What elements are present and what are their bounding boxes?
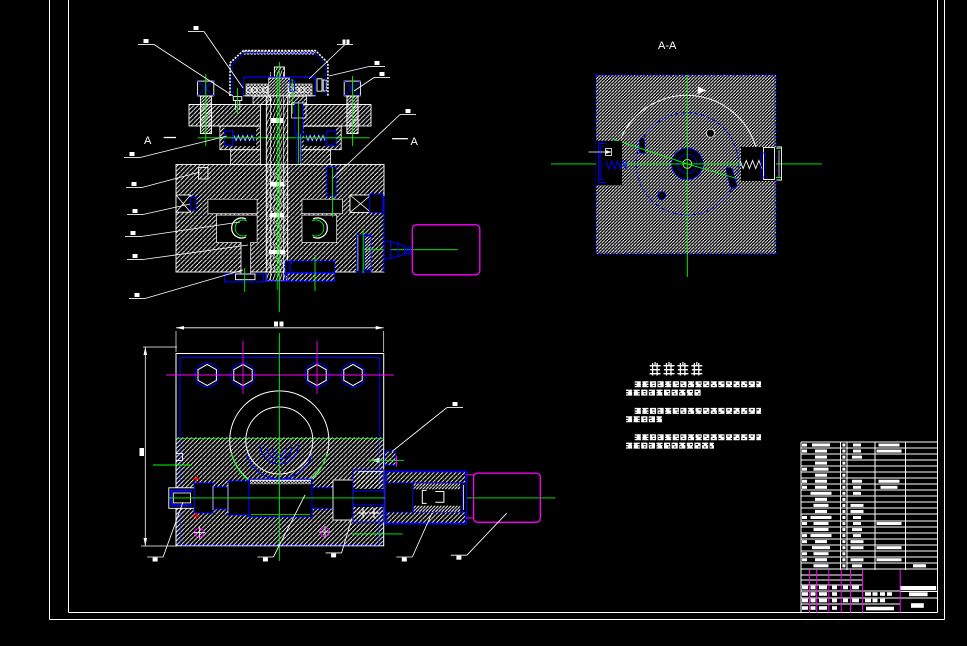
svg-text:A: A (411, 136, 419, 148)
svg-text:A: A (144, 135, 152, 147)
svg-text:A-A: A-A (658, 40, 677, 52)
